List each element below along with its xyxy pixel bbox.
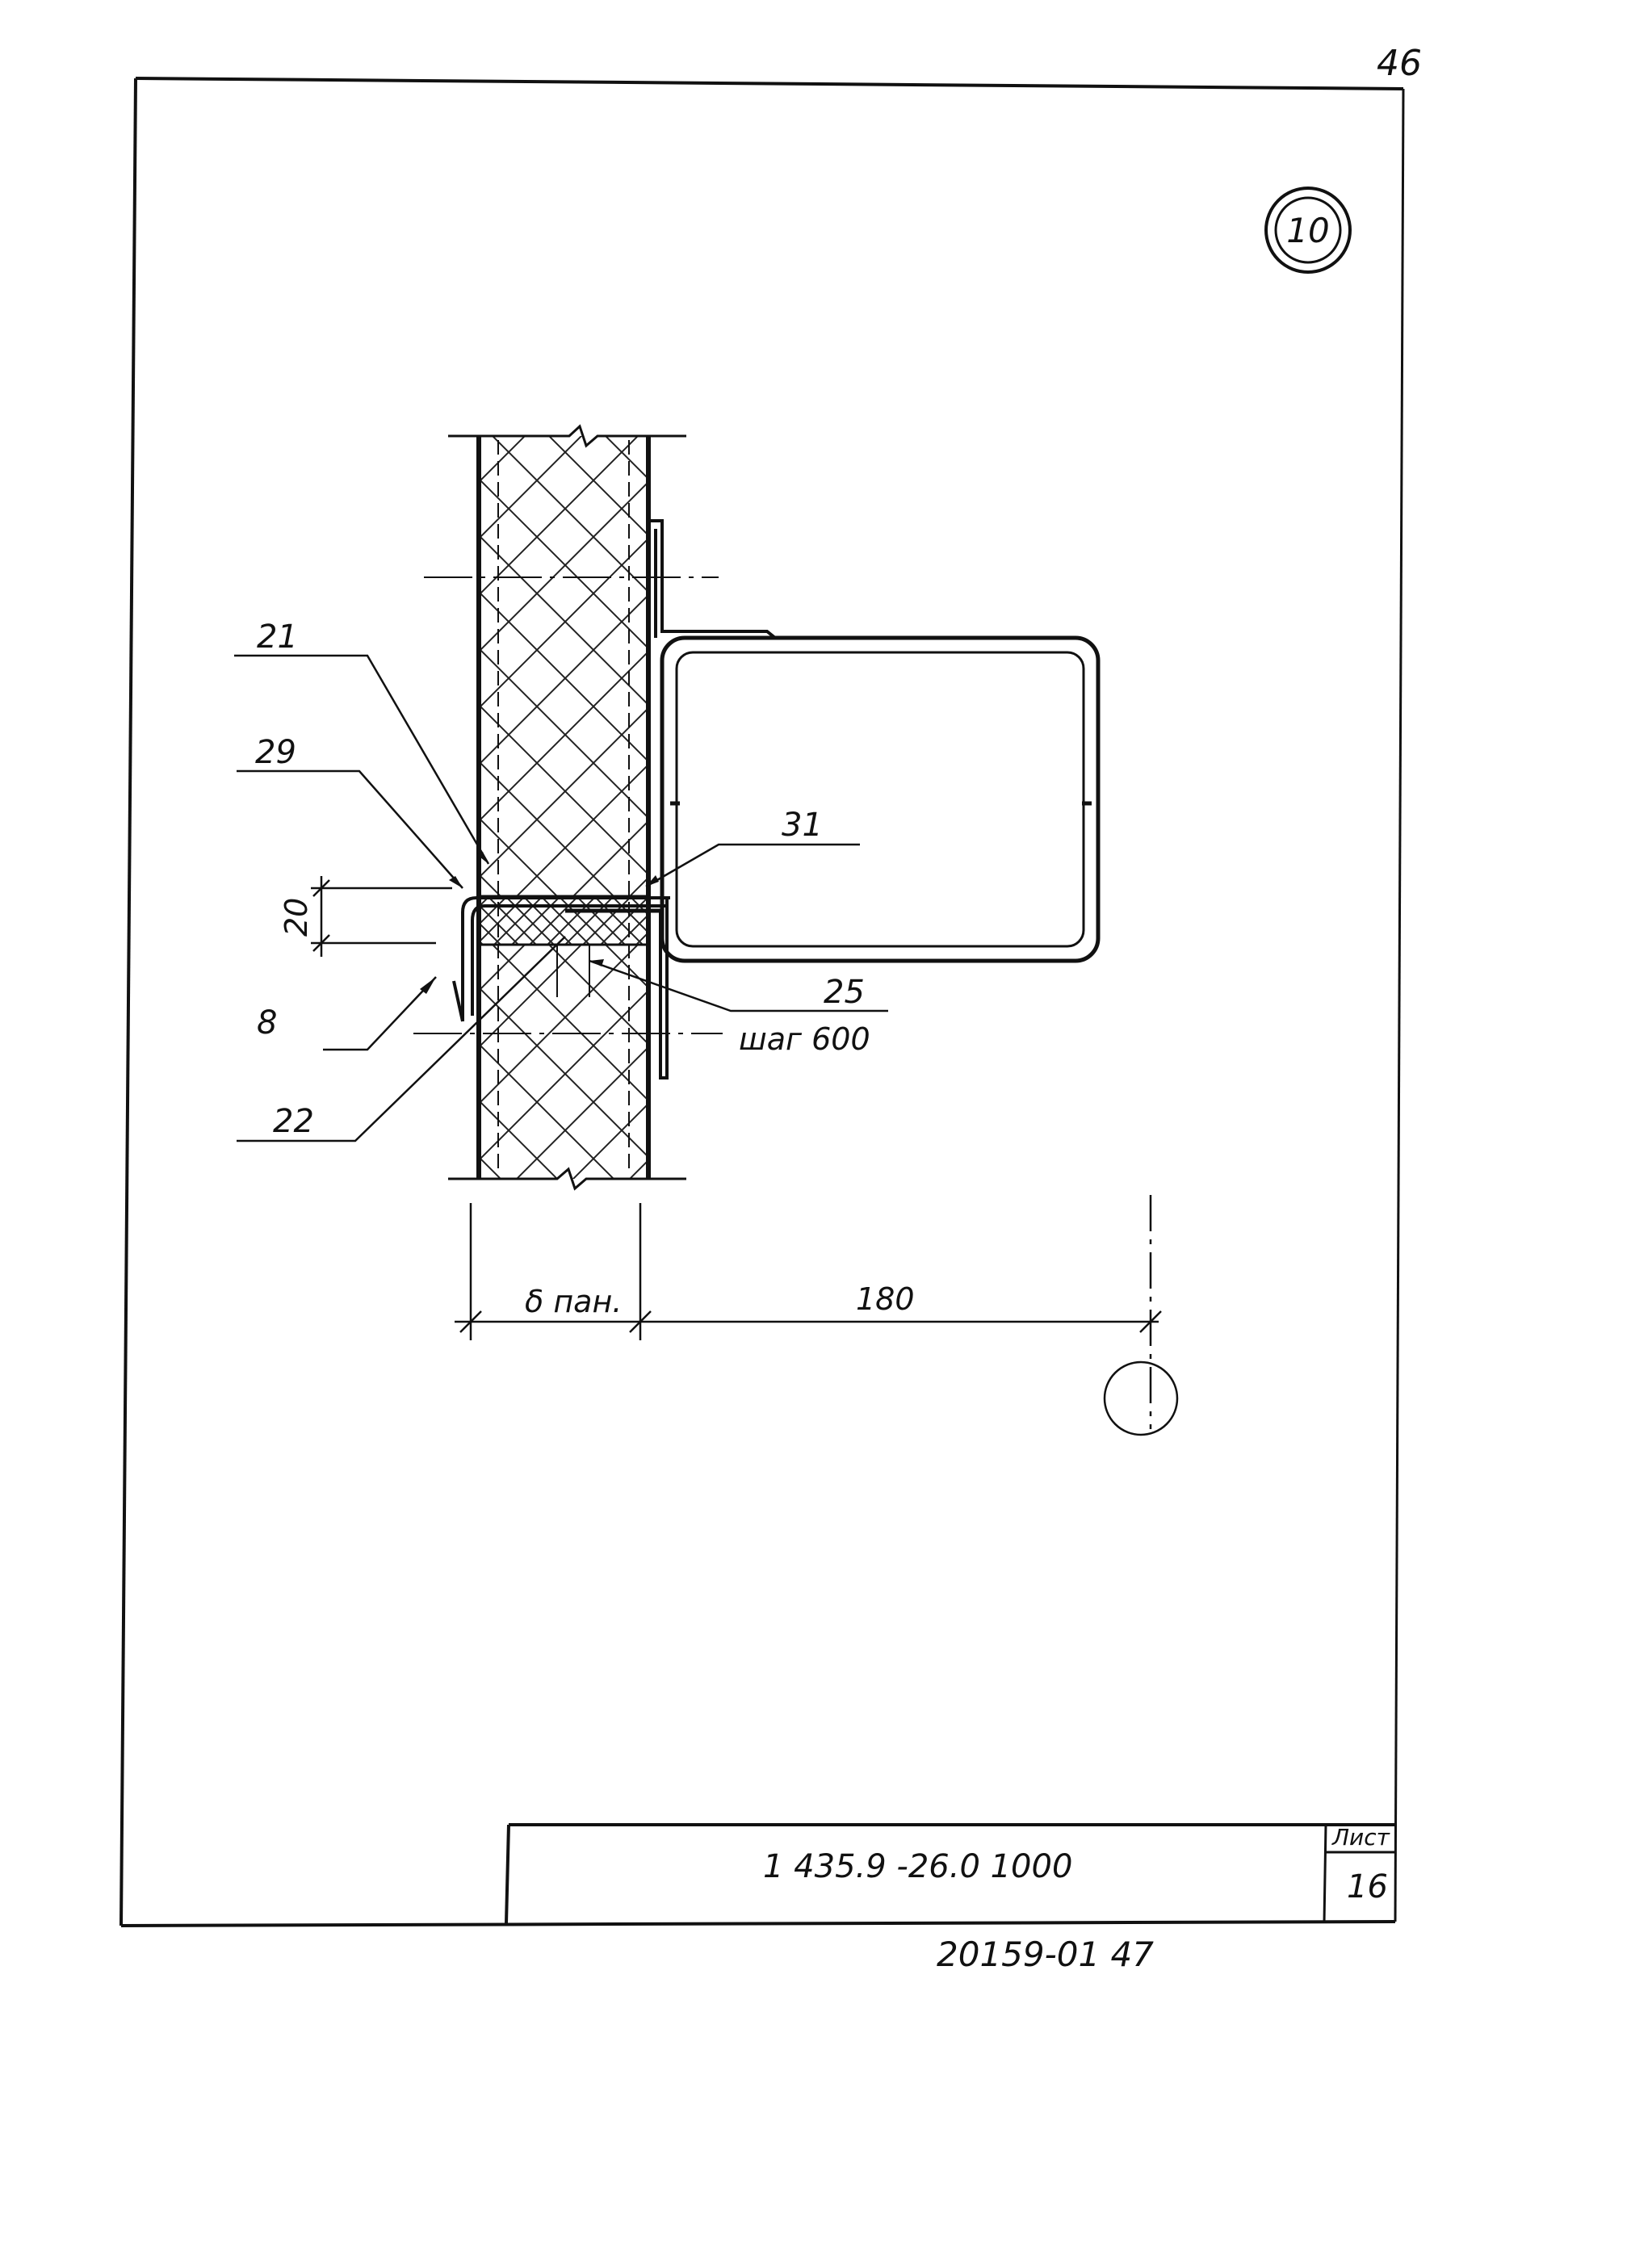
leader-lines bbox=[234, 654, 888, 1142]
sheet-number: 16 bbox=[1347, 1868, 1388, 1905]
callout-25: 25 bbox=[824, 974, 865, 1011]
title-block bbox=[505, 1823, 1395, 1924]
detail-marker: 10 bbox=[1264, 187, 1352, 274]
sheet-frame bbox=[119, 77, 1405, 1927]
joint-flashing bbox=[452, 896, 670, 1080]
callout-8: 8 bbox=[257, 1004, 277, 1042]
dimension-panel-label: δ пан. bbox=[525, 1284, 622, 1319]
callout-25-note: шаг 600 bbox=[739, 1021, 870, 1057]
callout-29: 29 bbox=[255, 734, 296, 771]
callout-22: 22 bbox=[273, 1103, 314, 1140]
column-section bbox=[660, 635, 1101, 963]
callout-21: 21 bbox=[257, 618, 298, 656]
archive-number: 20159-01 47 bbox=[937, 1935, 1154, 1974]
dimension-180-label: 180 bbox=[856, 1281, 915, 1317]
callout-31: 31 bbox=[782, 807, 823, 844]
document-code: 1 435.9 -26.0 1000 bbox=[763, 1848, 1072, 1885]
leader-arrowheads bbox=[420, 852, 659, 994]
page-number: 46 bbox=[1377, 43, 1422, 84]
sheet-label: Лист bbox=[1331, 1824, 1390, 1851]
dimension-chain bbox=[455, 1195, 1162, 1429]
detail-number: 10 bbox=[1286, 211, 1329, 250]
dimension-20-label: 20 bbox=[279, 898, 314, 937]
grid-axis-bubble bbox=[1103, 1360, 1179, 1436]
bracket bbox=[648, 519, 777, 639]
dimension-20 bbox=[311, 876, 452, 957]
